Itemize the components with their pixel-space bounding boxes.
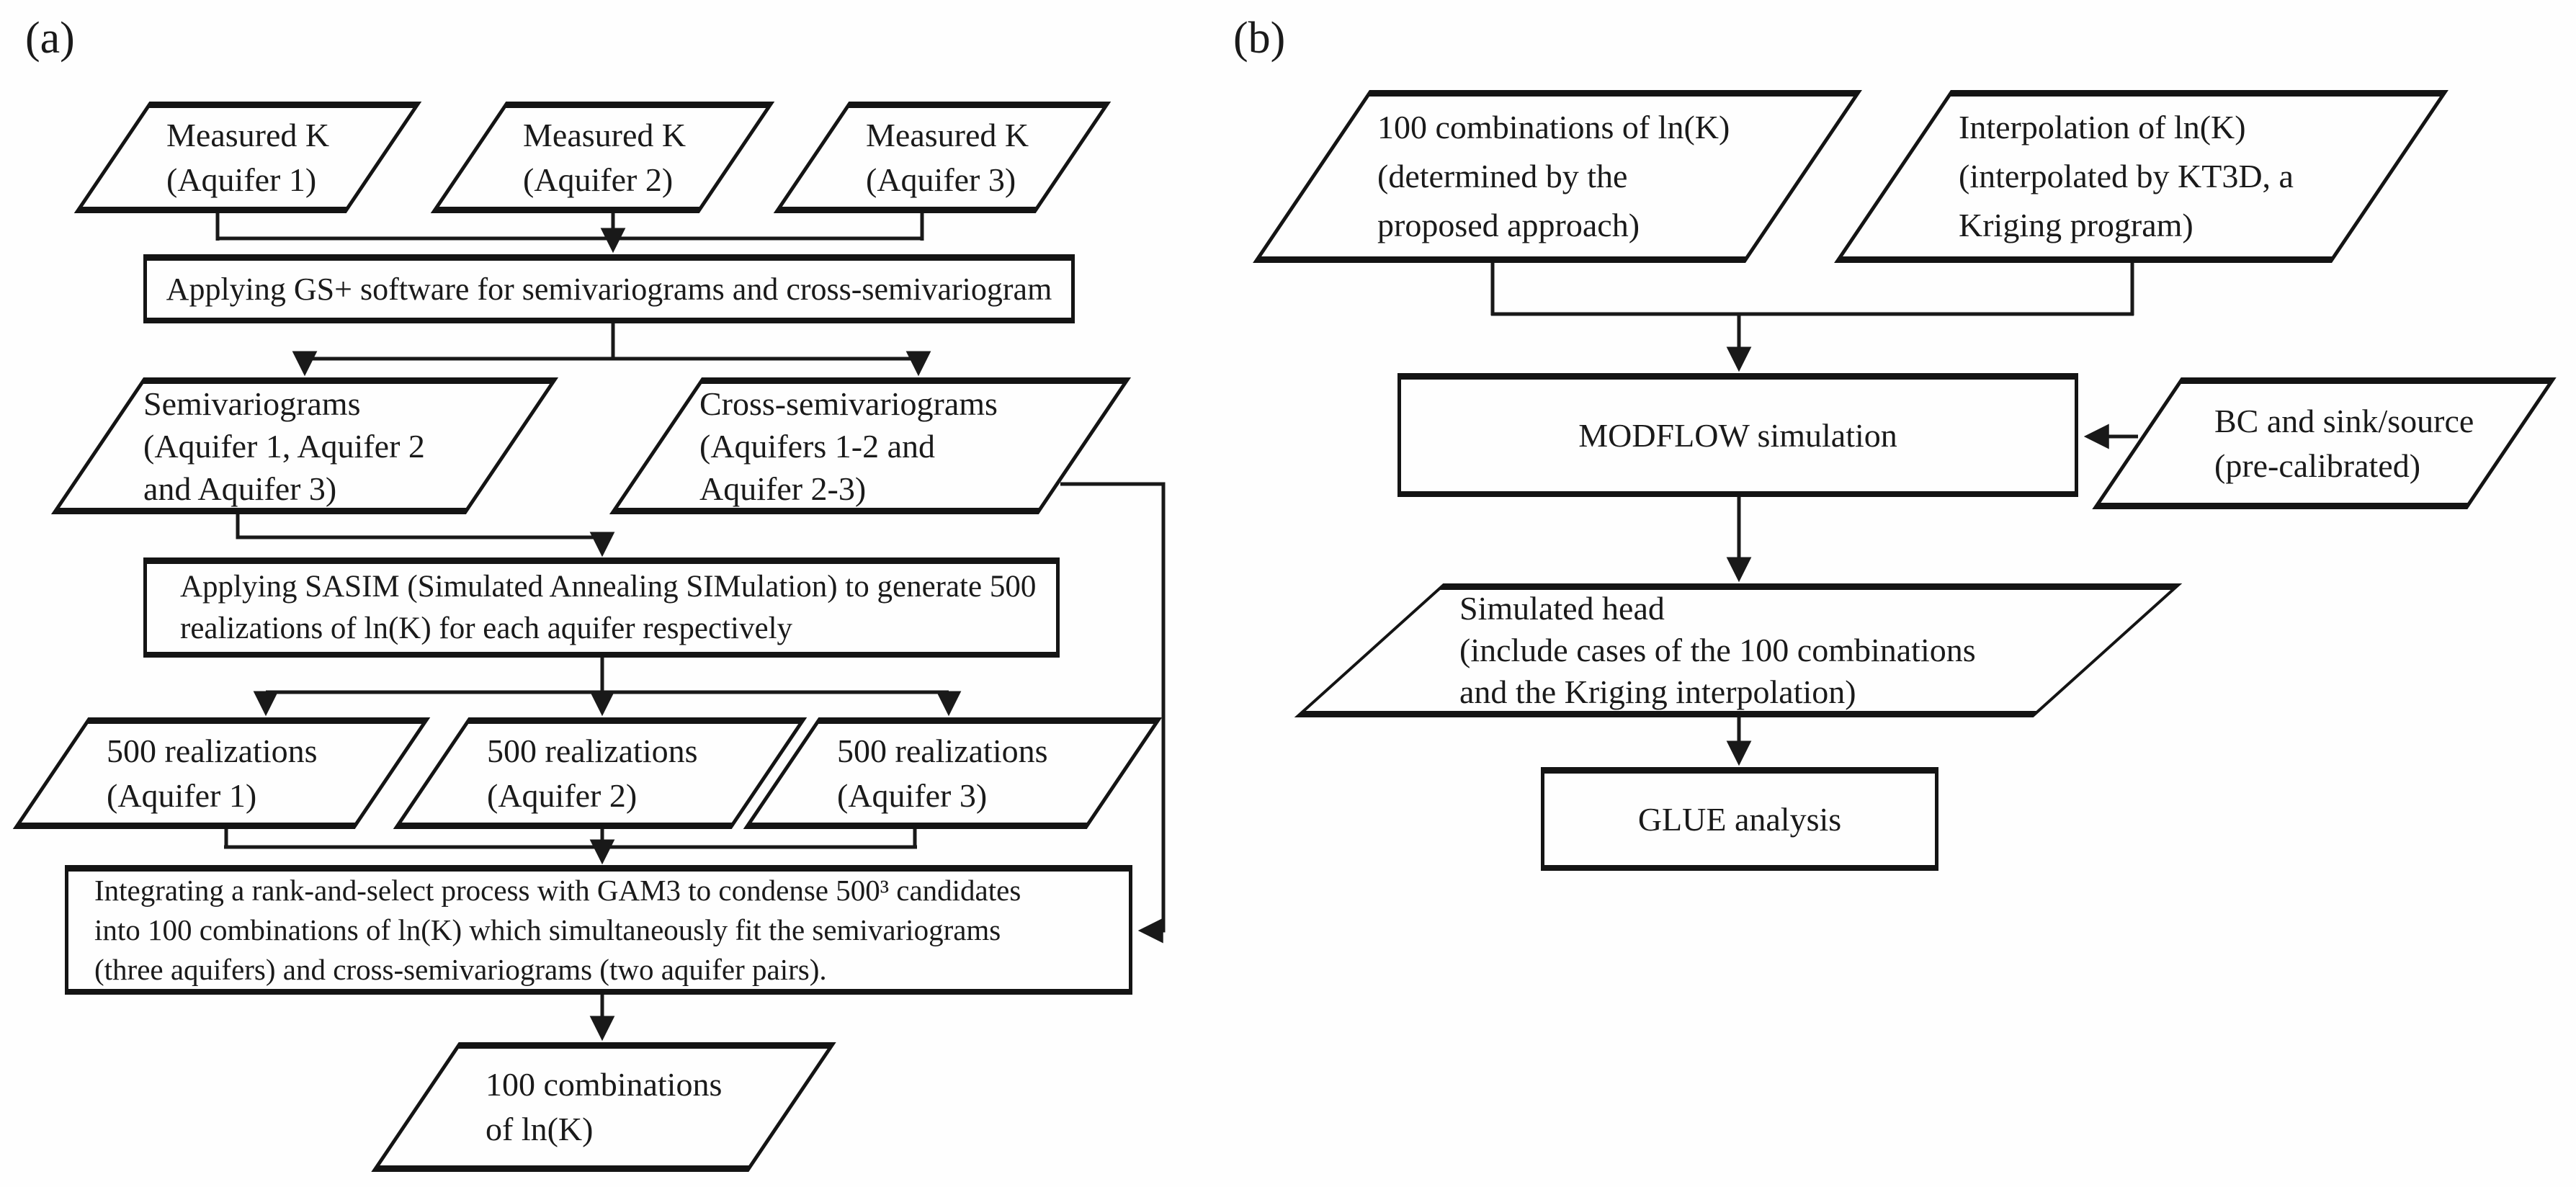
node-text-line: and the Kriging interpolation) (1459, 673, 1856, 710)
node-text-line: Kriging program) (1959, 207, 2193, 243)
flow-node-modflow-simulation: MODFLOW simulation (1397, 373, 2078, 497)
flow-node-simulated-head: Simulated head (include cases of the 100… (1294, 583, 2183, 717)
node-text: Applying GS+ software for semivariograms… (147, 261, 1071, 318)
node-text-line: into 100 combinations of ln(K) which sim… (94, 913, 1001, 946)
arrow-semivariograms-to-sasim (236, 509, 615, 557)
flow-node-measured-k-aquifer-3: Measured K (Aquifer 3) (773, 102, 1112, 213)
flow-node-semivariograms: Semivariograms (Aquifer 1, Aquifer 2 and… (50, 377, 559, 514)
node-text-line: 500 realizations (487, 732, 698, 769)
node-text: GLUE analysis (1544, 774, 1935, 865)
node-text: 100 combinations of ln(K) (419, 1049, 854, 1165)
flow-node-glue-analysis: GLUE analysis (1541, 767, 1938, 871)
node-text-line: Applying SASIM (Simulated Annealing SIMu… (180, 570, 1037, 604)
node-text: Cross-semivariograms (Aquifers 1-2 and A… (660, 384, 1120, 508)
node-text: 500 realizations (Aquifer 1) (55, 724, 440, 823)
node-text-line: (Aquifer 2) (523, 161, 674, 198)
flow-node-integrating-rank-and-select: Integrating a rank-and-select process wi… (65, 865, 1132, 995)
node-text-line: and Aquifer 3) (143, 470, 337, 507)
node-text: MODFLOW simulation (1401, 380, 2075, 491)
arrow-cross-to-integrating-rail (1060, 482, 1166, 944)
flow-node-measured-k-aquifer-2: Measured K (Aquifer 2) (430, 102, 775, 213)
node-text-line: (pre-calibrated) (2214, 447, 2421, 484)
node-text-line: (Aquifer 1) (107, 776, 257, 814)
node-text-line: proposed approach) (1377, 207, 1640, 243)
node-text-line: Interpolation of ln(K) (1959, 109, 2246, 145)
node-text: Measured K (Aquifer 3) (815, 108, 1119, 207)
node-text: Interpolation of ln(K) (interpolated by … (1897, 97, 2448, 256)
node-text: 500 realizations (Aquifer 3) (785, 724, 1172, 823)
node-text-line: (three aquifers) and cross-semivariogram… (94, 953, 827, 986)
node-text-line: (Aquifers 1-2 and (699, 427, 936, 465)
node-text-line: BC and sink/source (2214, 402, 2474, 439)
node-text-line: Applying GS+ software for semivariograms… (166, 271, 1052, 307)
node-text-line: (determined by the (1377, 158, 1628, 194)
node-text-line: Semivariograms (143, 385, 361, 422)
node-text-line: Simulated head (1459, 590, 1665, 627)
node-text: Measured K (Aquifer 1) (116, 108, 430, 207)
flow-node-500-realizations-aquifer-2: 500 realizations (Aquifer 2) (393, 717, 808, 829)
node-text-line: MODFLOW simulation (1578, 416, 1897, 454)
panel-a-label: (a) (25, 14, 75, 63)
node-text-line: 100 combinations of ln(K) (1377, 109, 1730, 145)
flow-node-bc-and-sink-source: BC and sink/source (pre-calibrated) (2092, 377, 2557, 509)
node-text-line: realizations of ln(K) for each aquifer r… (180, 612, 793, 645)
node-text-line: (interpolated by KT3D, a (1959, 158, 2294, 194)
node-text: Simulated head (include cases of the 100… (1373, 590, 2190, 711)
panel-b-label: (b) (1233, 14, 1286, 63)
node-text: Semivariograms (Aquifer 1, Aquifer 2 and… (102, 384, 550, 508)
node-text-line: Integrating a rank-and-select process wi… (94, 874, 1021, 907)
node-text-line: (Aquifer 1) (166, 161, 317, 198)
node-text-line: Aquifer 2-3) (699, 470, 867, 507)
node-text-line: Measured K (866, 116, 1029, 153)
flow-node-cross-semivariograms: Cross-semivariograms (Aquifers 1-2 and A… (609, 377, 1132, 514)
node-text: Integrating a rank-and-select process wi… (68, 872, 1155, 989)
node-text-line: (Aquifer 1, Aquifer 2 (143, 427, 425, 465)
flow-node-sasim-process: Applying SASIM (Simulated Annealing SIMu… (143, 557, 1060, 658)
flow-node-100-combinations-input: 100 combinations of ln(K) (determined by… (1253, 90, 1862, 263)
node-text: Applying SASIM (Simulated Annealing SIMu… (147, 564, 1089, 652)
node-text-line: 500 realizations (837, 732, 1048, 769)
node-text: BC and sink/source (pre-calibrated) (2141, 384, 2576, 503)
node-text-line: (Aquifer 3) (837, 776, 988, 814)
node-text-line: (Aquifer 3) (866, 161, 1016, 198)
node-text-line: Measured K (523, 116, 687, 153)
node-text-line: 500 realizations (107, 732, 318, 769)
node-text-line: GLUE analysis (1637, 800, 1842, 838)
flow-node-500-realizations-aquifer-1: 500 realizations (Aquifer 1) (12, 717, 431, 829)
node-text-line: Cross-semivariograms (699, 385, 998, 422)
flow-node-measured-k-aquifer-1: Measured K (Aquifer 1) (73, 102, 422, 213)
flow-node-gs-plus-software: Applying GS+ software for semivariograms… (143, 254, 1075, 323)
node-text-line: (include cases of the 100 combinations (1459, 632, 1976, 668)
flow-node-500-realizations-aquifer-3: 500 realizations (Aquifer 3) (743, 717, 1163, 829)
node-text: Measured K (Aquifer 2) (473, 108, 783, 207)
node-text: 100 combinations of ln(K) (determined by… (1315, 97, 1861, 256)
flow-node-100-combinations: 100 combinations of ln(K) (371, 1042, 836, 1172)
node-text-line: 100 combinations (486, 1066, 723, 1103)
flow-node-interpolation-kt3d: Interpolation of ln(K) (interpolated by … (1834, 90, 2448, 263)
node-text-line: of ln(K) (486, 1111, 594, 1147)
node-text-line: Measured K (166, 116, 330, 153)
